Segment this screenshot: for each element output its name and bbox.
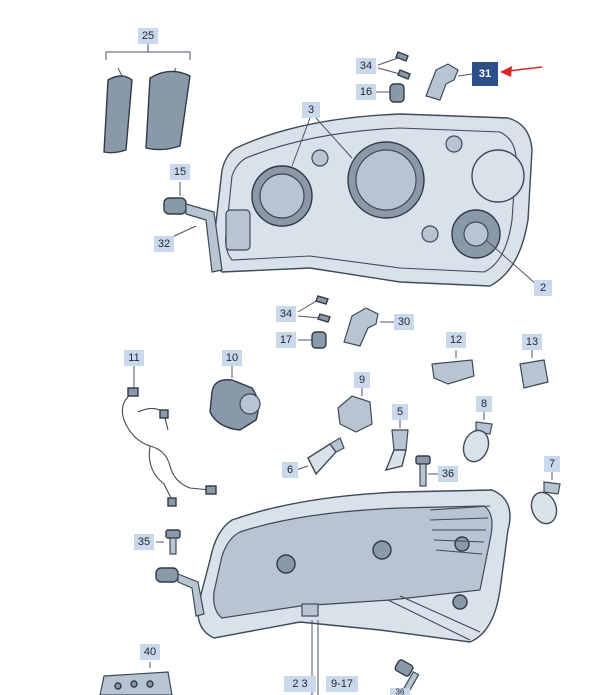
red-arrow: [500, 66, 543, 77]
callout-11: 11: [124, 350, 144, 366]
callout-34-top: 34: [356, 58, 376, 74]
part-31-bracket: [425, 63, 473, 101]
svg-text:15: 15: [174, 166, 186, 178]
callout-3: 3: [302, 102, 320, 118]
callout-36-bottom: 36: [390, 688, 410, 695]
part-15-32-bracket: [163, 182, 223, 273]
svg-text:7: 7: [549, 458, 555, 470]
part-12-socket: [431, 350, 475, 385]
svg-text:8: 8: [481, 398, 487, 410]
callout-25: 25: [138, 28, 158, 44]
callout-2-3: 2 3: [284, 676, 316, 692]
svg-text:30: 30: [398, 316, 410, 328]
callout-15: 15: [170, 164, 190, 180]
part-34-screws-middle: [297, 295, 331, 323]
callout-30: 30: [394, 314, 414, 330]
callout-6: 6: [282, 462, 298, 478]
callout-2: 2: [534, 280, 552, 296]
part-34-screws-top: [377, 51, 411, 80]
part-5-bulb: [384, 420, 409, 472]
svg-text:31: 31: [479, 68, 491, 80]
part-40-connector: [99, 662, 173, 695]
bottom-bracket: [155, 567, 205, 617]
callout-9: 9: [354, 372, 370, 388]
part-17-grommet: [298, 331, 327, 349]
callout-36-middle: 36: [438, 466, 458, 482]
part-30-bracket: [343, 307, 394, 347]
svg-text:17: 17: [280, 334, 292, 346]
svg-text:32: 32: [158, 238, 170, 250]
callout-40: 40: [140, 644, 160, 660]
callout-34-middle: 34: [276, 306, 296, 322]
callout-10: 10: [222, 350, 242, 366]
callout-17: 17: [276, 332, 296, 348]
part-36-screw-bottom: [394, 659, 420, 693]
svg-text:9: 9: [359, 374, 365, 386]
part-10-module: [209, 366, 261, 431]
svg-text:36: 36: [396, 688, 405, 695]
svg-text:3: 3: [308, 104, 314, 116]
svg-text:6: 6: [287, 464, 293, 476]
headlamp-housing-top: [212, 113, 533, 287]
callout-7: 7: [544, 456, 560, 472]
headlamp-housing-bottom: [197, 489, 511, 643]
svg-text:13: 13: [526, 336, 538, 348]
svg-text:9-17: 9-17: [331, 678, 353, 690]
part-16-grommet: [376, 83, 405, 103]
part-11-wiring-harness: [121, 366, 217, 507]
callout-31: 31: [472, 62, 498, 86]
callout-32: 32: [154, 236, 174, 252]
part-8-bulb: [462, 412, 493, 463]
svg-text:2 3: 2 3: [292, 678, 307, 690]
svg-text:40: 40: [144, 646, 156, 658]
part-3-leaders: [291, 117, 353, 167]
svg-text:12: 12: [450, 334, 462, 346]
part-2-leader: [485, 239, 537, 285]
svg-text:2: 2: [540, 282, 546, 294]
svg-text:35: 35: [138, 536, 150, 548]
callout-8: 8: [476, 396, 492, 412]
callout-12: 12: [446, 332, 466, 348]
svg-text:11: 11: [128, 352, 139, 364]
callout-5: 5: [392, 404, 408, 420]
part-25-lens-covers: [103, 44, 191, 154]
svg-text:5: 5: [397, 406, 403, 418]
part-7-bulb: [530, 472, 561, 525]
svg-text:10: 10: [226, 352, 238, 364]
callout-35: 35: [134, 534, 154, 550]
part-13-socket: [519, 350, 549, 389]
svg-text:34: 34: [280, 308, 292, 320]
svg-text:16: 16: [360, 86, 372, 98]
part-9-bulb-holder: [337, 388, 373, 433]
part-6-bulb: [295, 437, 345, 476]
part-35-screw: [156, 529, 181, 555]
callout-13: 13: [522, 334, 542, 350]
svg-text:36: 36: [442, 468, 454, 480]
svg-text:25: 25: [142, 30, 154, 42]
callout-9-17: 9-17: [326, 676, 358, 692]
part-36-screw-middle: [415, 455, 438, 487]
svg-text:34: 34: [360, 60, 372, 72]
callout-16: 16: [356, 84, 376, 100]
